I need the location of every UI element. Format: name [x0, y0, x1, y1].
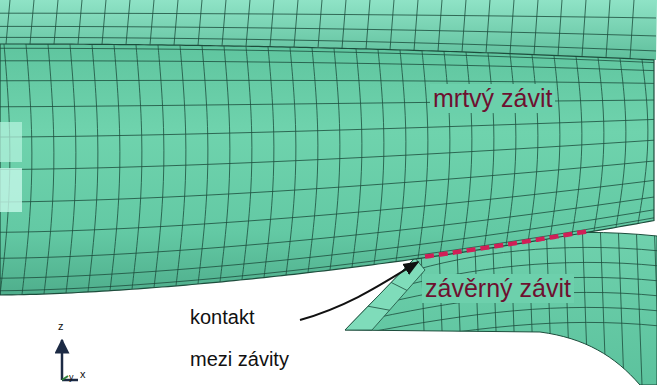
mesh-line — [365, 307, 657, 333]
mesh-line — [126, 0, 130, 45]
mesh-line — [0, 119, 654, 137]
mesh-line — [572, 56, 582, 235]
mesh-line — [352, 49, 362, 268]
mesh-line — [176, 45, 186, 286]
mesh-line — [368, 306, 389, 310]
mesh-line — [154, 45, 164, 288]
mesh-line — [550, 55, 560, 238]
mesh-line — [418, 51, 428, 259]
mesh-line — [342, 0, 346, 48]
mesh-line — [0, 197, 654, 258]
mesh-line — [30, 0, 34, 44]
mesh-line — [0, 26, 656, 36]
mesh-line — [110, 44, 120, 290]
mesh-line — [528, 54, 538, 242]
mesh-line — [414, 0, 418, 50]
mesh-line — [462, 52, 472, 252]
dead-coil — [0, 44, 657, 295]
mesh-line — [330, 48, 340, 270]
mesh-line — [390, 0, 394, 50]
mesh-line — [0, 80, 654, 83]
mesh-line — [374, 49, 384, 264]
mesh-line — [198, 46, 208, 284]
mesh-line — [0, 100, 654, 107]
part-label: závěrný závit — [422, 274, 574, 303]
mesh-line — [220, 46, 230, 282]
mesh-line — [308, 48, 318, 273]
mesh-line — [600, 220, 606, 385]
mesh-line — [102, 0, 106, 44]
mesh-line — [242, 46, 252, 280]
mesh-line — [286, 47, 296, 275]
leader-line — [300, 262, 418, 320]
mesh-line — [486, 0, 490, 53]
mesh-line — [270, 0, 274, 47]
highlight — [0, 168, 22, 212]
mesh-line — [0, 48, 654, 62]
mesh-line — [606, 0, 610, 58]
mesh-line — [396, 50, 406, 262]
axis-arrow — [61, 340, 64, 380]
mesh-line — [54, 0, 58, 44]
contact-line — [425, 231, 590, 257]
mesh-line — [506, 54, 516, 246]
cut-face — [345, 258, 425, 330]
mesh-line — [0, 210, 654, 278]
mesh-line — [366, 0, 370, 49]
highlight — [0, 122, 22, 162]
mesh-line — [355, 322, 657, 348]
mesh-line — [222, 0, 226, 46]
mesh-line — [534, 0, 538, 55]
mesh-line — [318, 0, 322, 48]
mesh-line — [391, 282, 407, 290]
mesh-line — [246, 0, 250, 46]
mesh-line — [438, 0, 442, 51]
mesh-line — [638, 59, 648, 223]
mesh-line — [582, 220, 588, 385]
mesh-line — [198, 0, 202, 46]
mesh-line — [0, 180, 654, 232]
mesh-line — [594, 57, 604, 231]
mesh-line — [264, 47, 274, 278]
mesh-line — [294, 0, 298, 47]
axis-label: y — [69, 372, 74, 382]
mesh-line — [440, 51, 450, 255]
mesh-line — [636, 220, 642, 385]
axis-label: x — [80, 368, 86, 381]
axis-label: z — [58, 320, 64, 333]
mesh-line — [654, 220, 657, 385]
part-label: mrtvý závit — [430, 84, 555, 113]
mesh-line — [0, 13, 656, 18]
mesh-line — [6, 0, 10, 44]
mesh-line — [44, 44, 54, 294]
mesh-line — [582, 0, 586, 57]
mesh-line — [484, 53, 494, 249]
mesh-line — [22, 44, 32, 295]
mesh-line — [618, 220, 624, 385]
mesh-line — [510, 0, 514, 54]
mesh-line — [66, 44, 76, 293]
mesh-line — [132, 45, 142, 290]
mesh-line — [88, 44, 98, 292]
mesh-line — [616, 58, 626, 227]
mesh-line — [558, 0, 562, 56]
mesh-line — [78, 0, 82, 44]
dead-coil-surface — [0, 44, 654, 295]
mesh-line — [174, 0, 178, 45]
mesh-line — [150, 0, 154, 45]
axis-arrow — [62, 376, 68, 380]
annotations — [62, 231, 590, 380]
mesh-line — [462, 0, 466, 52]
mesh-line — [630, 0, 634, 59]
callout-label: kontakt mezi závity — [190, 296, 296, 380]
